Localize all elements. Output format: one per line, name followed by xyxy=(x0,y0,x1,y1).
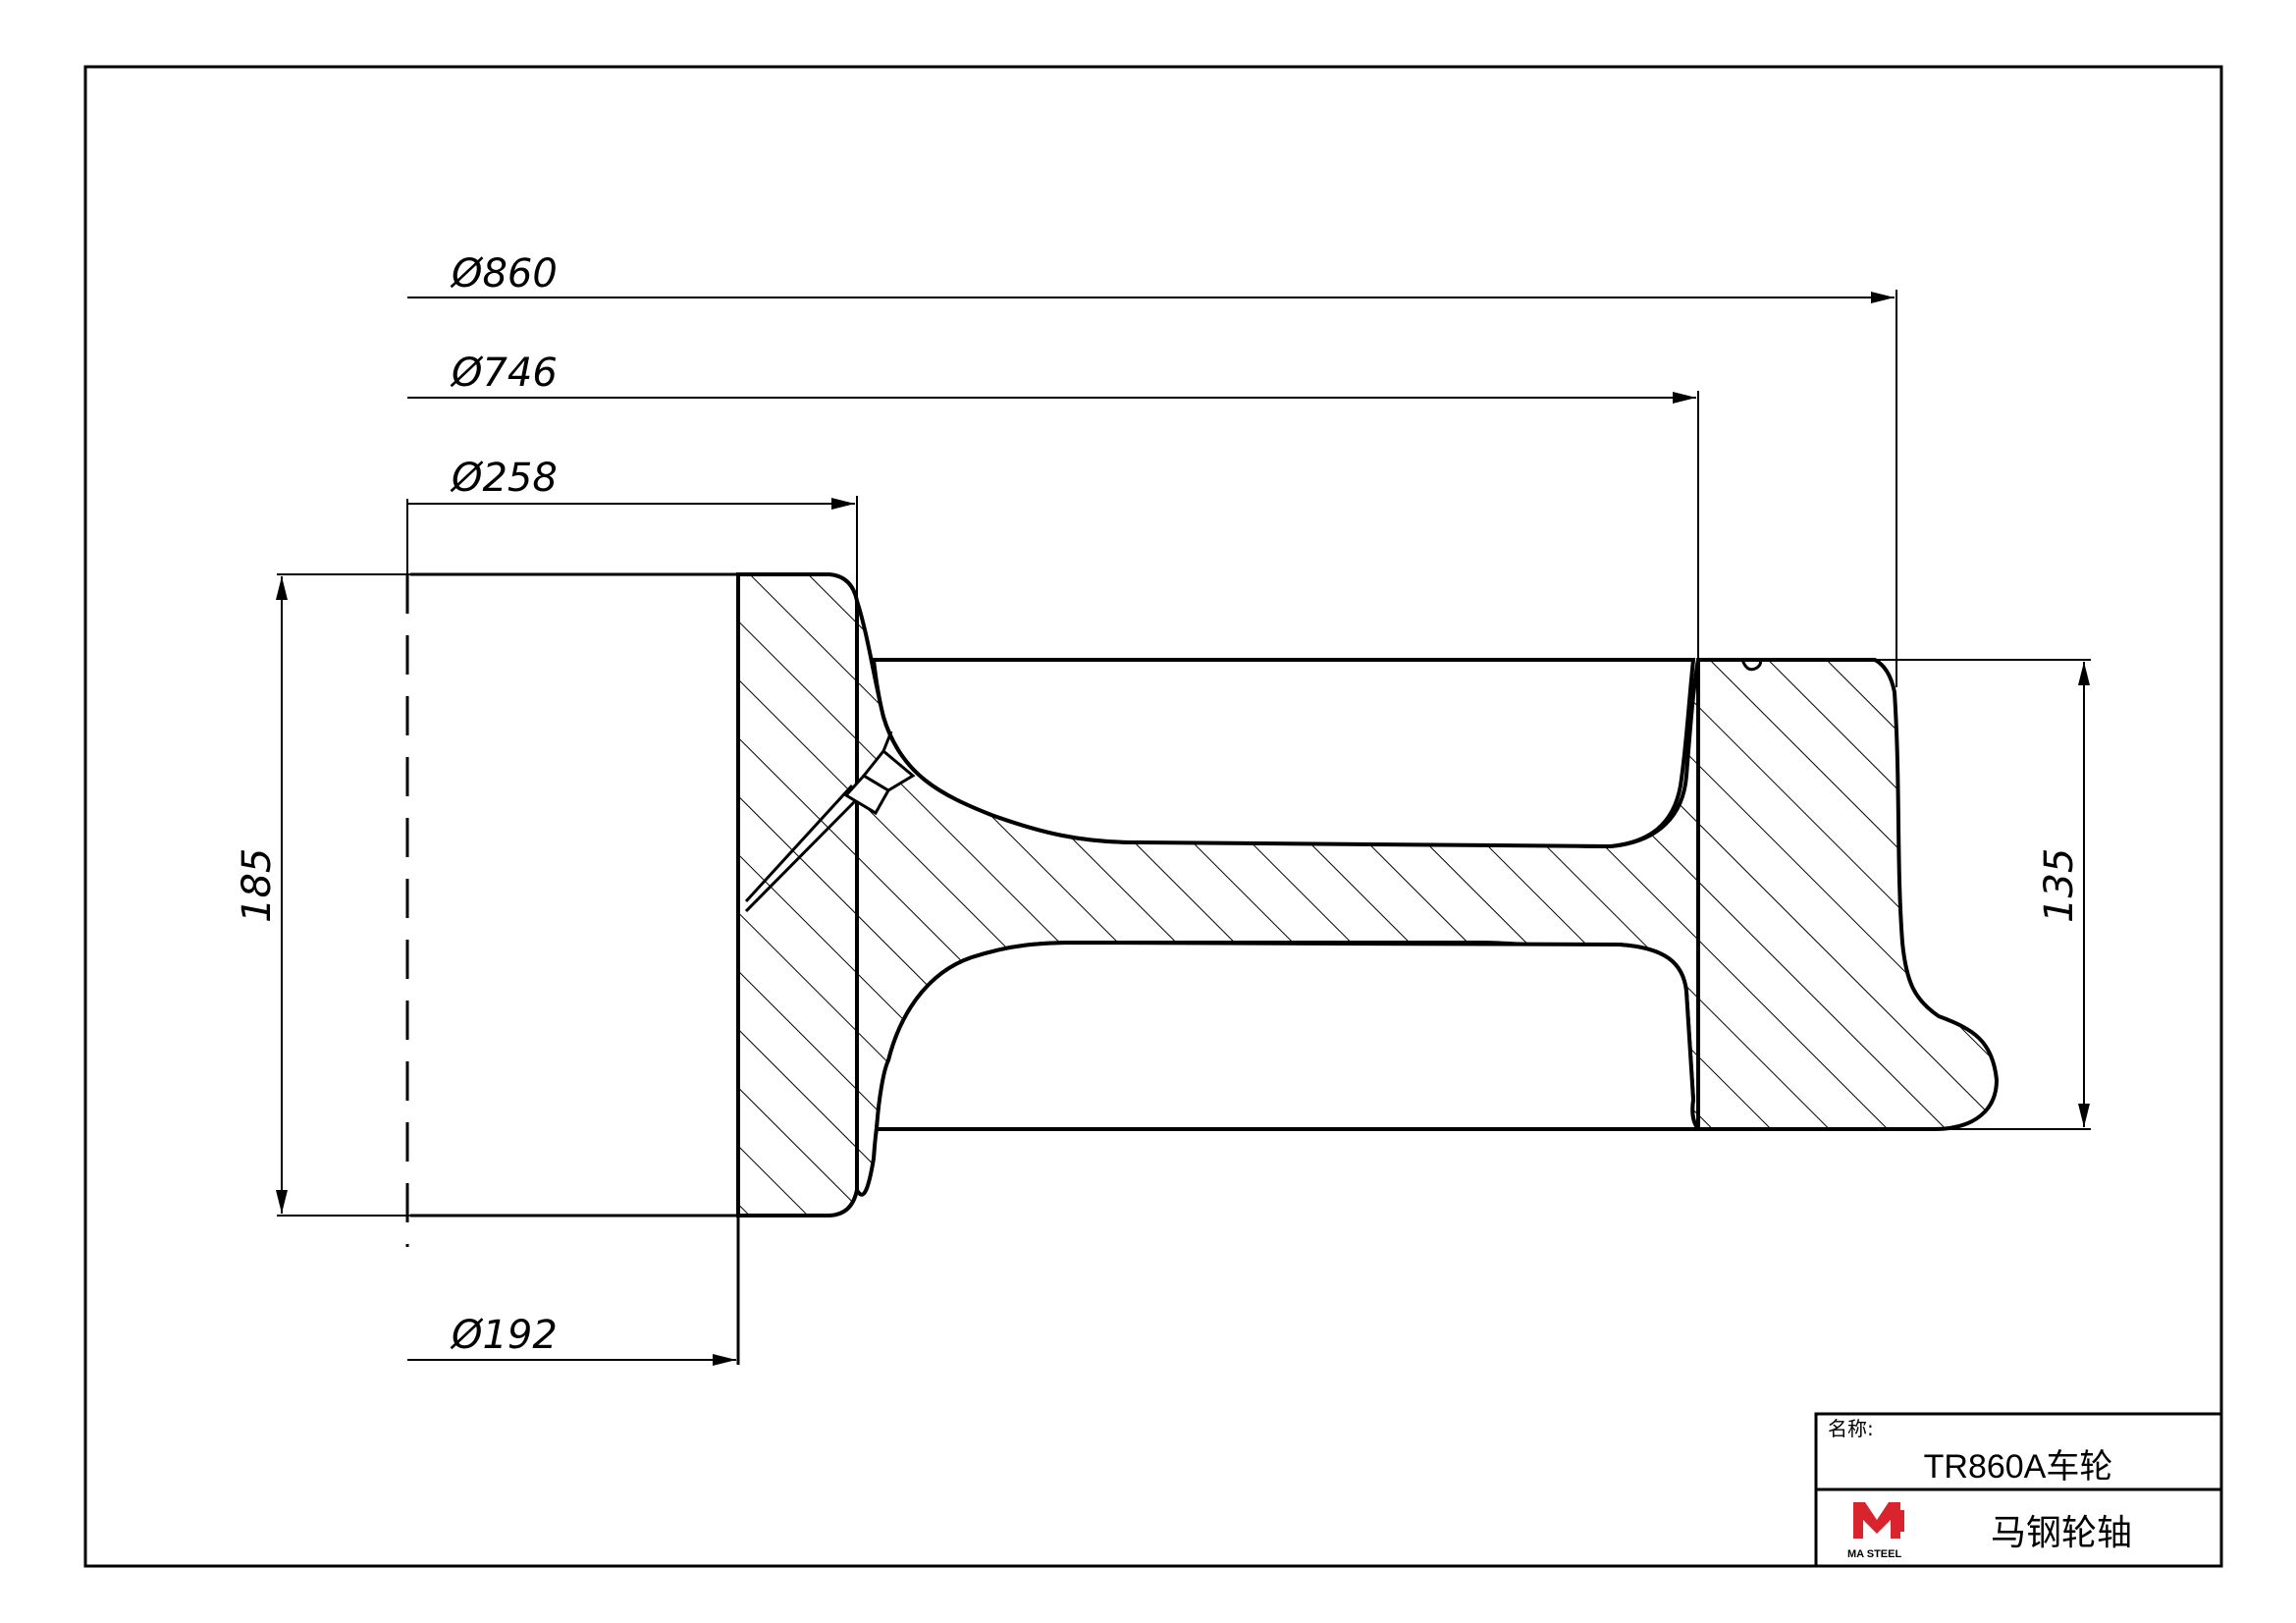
dim-text-outer-diameter: Ø860 xyxy=(450,251,558,297)
dim-text-rim-width: 135 xyxy=(2037,848,2082,923)
dim-text-tread-diameter: Ø746 xyxy=(450,351,558,396)
hub-to-web-relief-lower xyxy=(874,940,1703,1131)
oil-injection-hole xyxy=(744,730,916,913)
name-label: 名称: xyxy=(1828,1417,1874,1440)
title-block: 名称: TR860A车轮 MA STEEL 马钢轮轴 xyxy=(1814,1412,2223,1568)
ma-steel-logo: MA STEEL xyxy=(1847,1502,1904,1560)
rim-groove xyxy=(1740,659,1763,672)
hub-to-web-relief-upper xyxy=(871,658,1696,849)
dim-text-hub-outer-diameter: Ø258 xyxy=(450,456,558,501)
dim-text-bore-diameter: Ø192 xyxy=(450,1313,558,1358)
logo-text: MA STEEL xyxy=(1847,1548,1901,1560)
dim-text-hub-length: 185 xyxy=(235,848,280,923)
dimensions: Ø860 Ø746 Ø258 Ø192 185 135 xyxy=(235,251,2091,1366)
drawing-frame xyxy=(83,65,2223,1568)
part-name: TR860A车轮 xyxy=(1924,1448,2113,1486)
company-name: 马钢轮轴 xyxy=(1991,1513,2132,1553)
hub-section xyxy=(736,572,859,1217)
wheel-section xyxy=(405,572,2000,1365)
